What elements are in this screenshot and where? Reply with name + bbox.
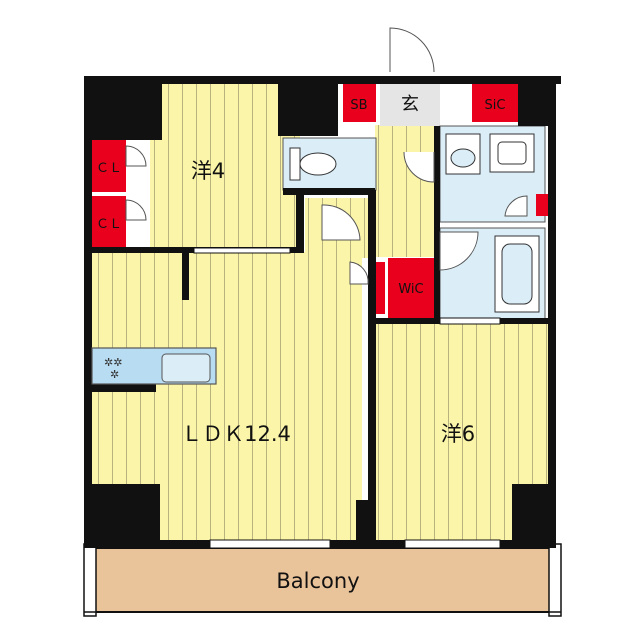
wall-room4-right bbox=[296, 190, 304, 250]
window-room6 bbox=[404, 539, 501, 549]
balcony-rail bbox=[83, 543, 97, 617]
kitchen-wall bbox=[92, 384, 156, 392]
sliding-door-room6 bbox=[439, 317, 501, 325]
pillar-top-left bbox=[84, 76, 162, 140]
label-balcony: Balcony bbox=[276, 569, 359, 593]
entrance-floor bbox=[380, 84, 440, 126]
wall-outer-left bbox=[84, 76, 92, 546]
label-western-4: 洋4 bbox=[191, 159, 225, 183]
shoe-box bbox=[343, 84, 376, 122]
closet-upper bbox=[92, 140, 126, 192]
label-shoe-box: SB bbox=[350, 98, 367, 113]
shoes-in-closet bbox=[472, 84, 518, 122]
wall-wet-left bbox=[434, 126, 440, 322]
bathtub-icon bbox=[494, 235, 540, 313]
washbasin-icon bbox=[445, 133, 481, 175]
wall-toilet-bottom bbox=[283, 188, 375, 195]
kitchen-sink-icon bbox=[161, 353, 211, 383]
window-ldk bbox=[209, 539, 331, 549]
toilet-icon bbox=[289, 147, 337, 181]
closet-lower bbox=[92, 196, 126, 250]
ldk-stub-wall bbox=[182, 252, 189, 300]
balcony-area bbox=[94, 547, 551, 613]
washing-machine-icon bbox=[489, 133, 535, 173]
label-entrance: 玄 bbox=[401, 94, 419, 115]
pillar-bottom-right bbox=[512, 484, 556, 548]
label-shoes-in-closet: SiC bbox=[485, 98, 506, 113]
small-storage-2 bbox=[375, 262, 385, 314]
door-swing-icon bbox=[125, 27, 528, 285]
label-closet-lower: ＣＬ bbox=[96, 217, 122, 232]
corridor-floor bbox=[375, 125, 437, 257]
wall-center bbox=[368, 190, 376, 540]
label-western-6: 洋6 bbox=[441, 422, 475, 446]
western-room-4-floor bbox=[150, 80, 300, 250]
walk-in-closet bbox=[388, 258, 434, 318]
pillar-top-mid bbox=[278, 76, 338, 136]
svg-text:✲✲: ✲✲ bbox=[104, 356, 122, 369]
ldk-pillar bbox=[356, 500, 370, 544]
stove-icon: ✲✲ ✲ bbox=[104, 356, 122, 381]
pillar-top-right bbox=[518, 76, 556, 126]
wall-outer-right bbox=[548, 76, 556, 546]
svg-text:✲: ✲ bbox=[110, 368, 119, 381]
sliding-door-room4 bbox=[193, 247, 291, 254]
label-closet-upper: ＣＬ bbox=[96, 161, 122, 176]
label-walk-in-closet: WiC bbox=[398, 282, 423, 297]
balcony-rail bbox=[548, 543, 562, 617]
small-storage bbox=[536, 194, 548, 216]
label-ldk: ＬＤＫ12.4 bbox=[181, 422, 291, 446]
pillar-bottom-left bbox=[84, 484, 160, 548]
